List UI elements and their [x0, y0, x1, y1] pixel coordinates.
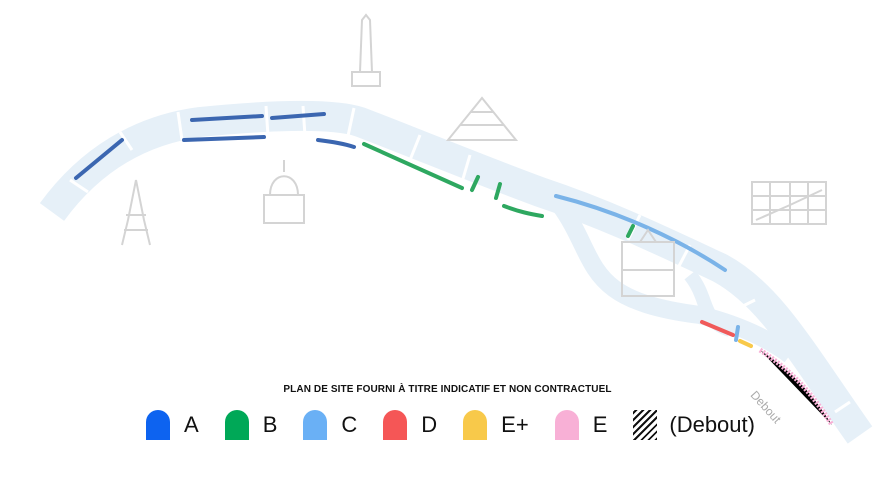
zone-d-segment [700, 320, 735, 337]
swatch-a [146, 410, 170, 440]
swatch-c [303, 410, 328, 440]
legend-label: E [592, 412, 608, 437]
obelisk-icon [351, 13, 381, 87]
legend-label: A [184, 412, 199, 437]
legend-item-eplus: E+ [463, 410, 529, 440]
legend-label: D [421, 412, 438, 437]
legend-item-debout: (Debout) [633, 410, 755, 440]
louvre-pyramid-icon [445, 96, 519, 141]
legend-item-e: E [554, 410, 608, 440]
swatch-eplus [463, 410, 488, 440]
legend-item-c: C [303, 410, 357, 440]
zone-eplus-segment [738, 339, 753, 348]
legend-label: E+ [501, 412, 529, 437]
legend-item-a: A [146, 410, 199, 440]
zone-b-segments [362, 142, 635, 238]
legend-label: (Debout) [669, 412, 755, 437]
zone-e-standing-segment [758, 347, 835, 427]
legend-item-d: D [383, 410, 437, 440]
invalides-icon [263, 160, 305, 224]
swatch-b [224, 410, 249, 440]
zone-a-segments [74, 112, 356, 180]
swatch-e [554, 410, 579, 440]
legend: A B C D E+ E (Debout) [146, 410, 781, 440]
swatch-d [383, 410, 408, 440]
legend-label: C [341, 412, 358, 437]
hotel-de-ville-icon [751, 181, 827, 225]
eiffel-tower-icon [121, 179, 151, 246]
notre-dame-icon [621, 228, 675, 297]
zone-c-segments [554, 194, 740, 342]
legend-label: B [262, 412, 278, 437]
disclaimer: PLAN DE SITE FOURNI À TITRE INDICATIF ET… [283, 384, 612, 395]
legend-item-b: B [224, 410, 278, 440]
hatch-pattern-icon [633, 410, 658, 440]
